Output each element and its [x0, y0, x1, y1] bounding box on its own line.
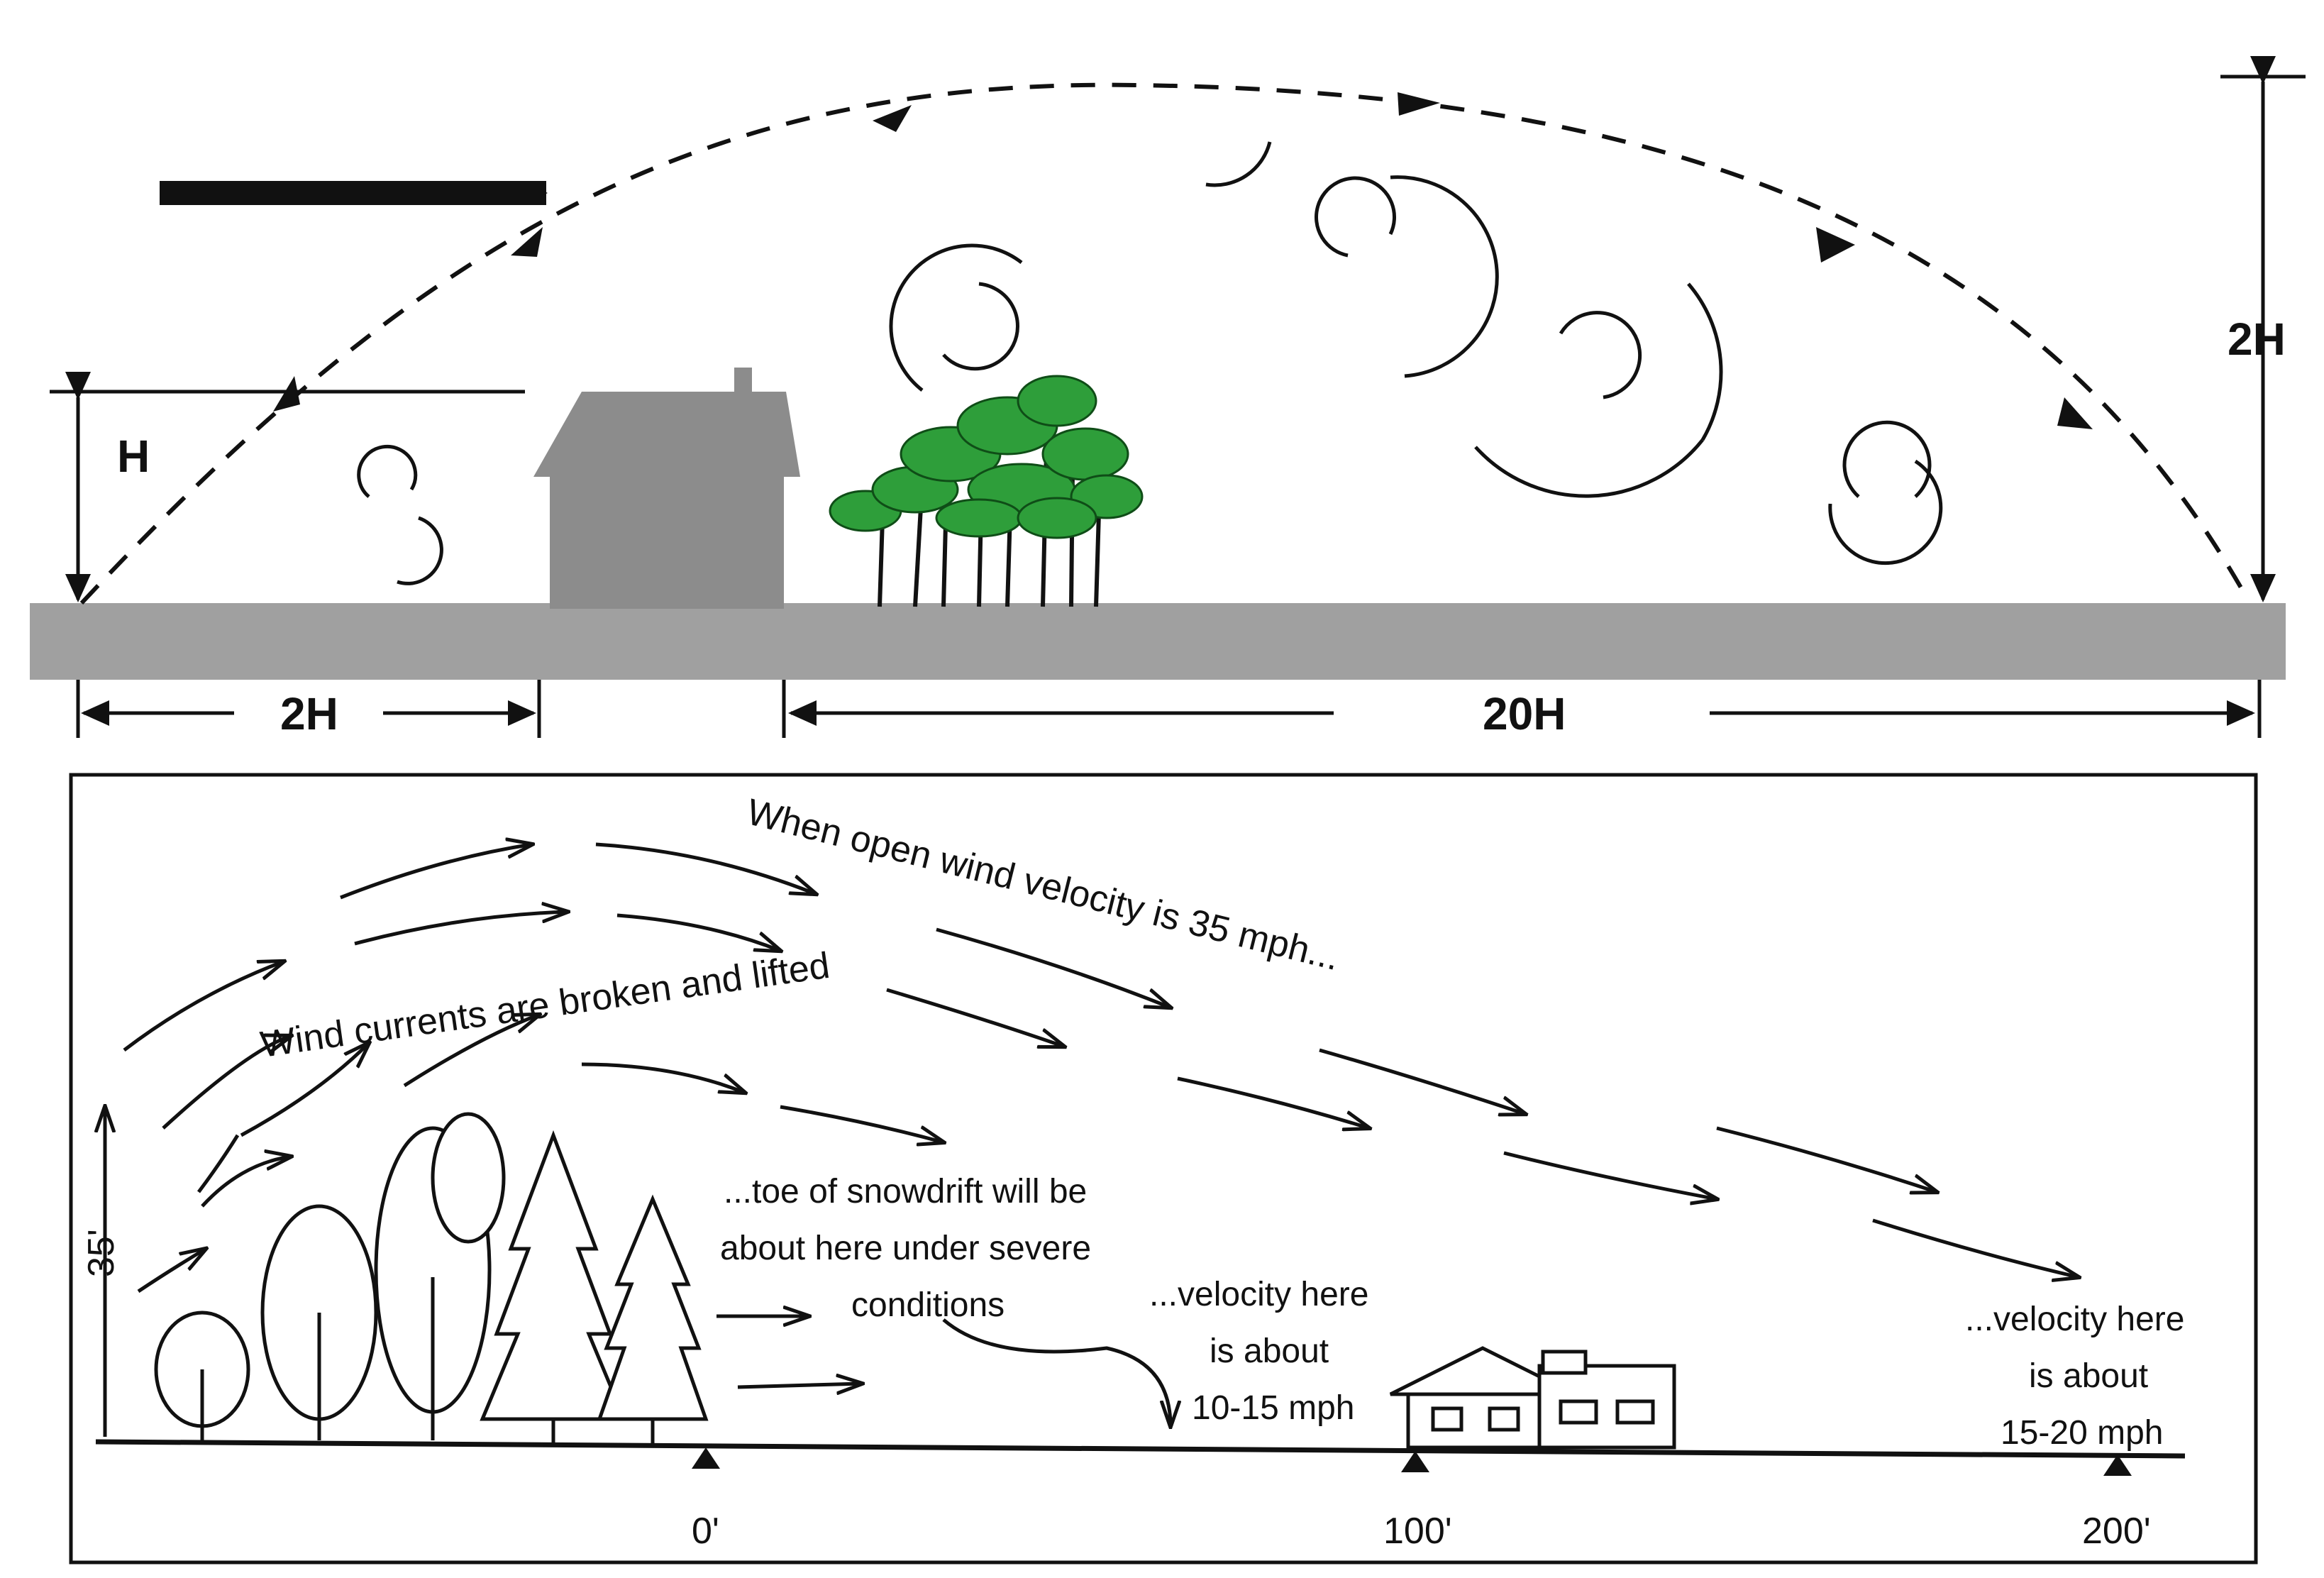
upwind-distance-label: 2H: [280, 688, 338, 739]
bottom-diagram: 35': [69, 773, 2258, 1565]
h-label: H: [117, 431, 150, 482]
airflow-dashed-arc: [79, 82, 2244, 605]
bottom-airflow-arrows: [123, 844, 2079, 1426]
farmhouse: [1389, 1346, 1676, 1450]
height-35-label: 35': [81, 1229, 122, 1277]
top-ground: [30, 603, 2286, 680]
marker-triangle-100: [1401, 1451, 1429, 1472]
airflow-arrowheads: [273, 92, 2093, 429]
velocity-mid-line3: 10-15 mph: [1192, 1389, 1354, 1427]
shelterbelt-trees: [154, 1112, 709, 1444]
tree-foliage: [829, 375, 1144, 539]
2h-height-label: 2H: [2228, 314, 2286, 365]
marker-triangle-200: [2103, 1455, 2132, 1476]
marker-triangle-0: [692, 1447, 720, 1469]
annotation-toe-line1: ...toe of snowdrift will be: [724, 1173, 1087, 1210]
distance-marker-200: 200': [2082, 1511, 2151, 1552]
distance-markers: [692, 1447, 2132, 1476]
velocity-far-line2: is about: [2029, 1357, 2148, 1395]
velocity-mid-line1: ...velocity here: [1149, 1276, 1368, 1313]
annotation-toe-line2: about here under severe: [720, 1230, 1091, 1267]
house-silhouette: [533, 368, 800, 609]
top-diagram: H 2H 2H 20H: [30, 56, 2306, 739]
bottom-ground-line: [95, 1439, 2186, 1459]
velocity-far-line3: 15-20 mph: [2001, 1414, 2163, 1452]
velocity-far-line1: ...velocity here: [1965, 1301, 2184, 1338]
downwind-distance-label: 20H: [1483, 688, 1566, 739]
distance-marker-0: 0': [692, 1511, 719, 1552]
velocity-mid-line2: is about: [1210, 1333, 1329, 1370]
distance-marker-100: 100': [1383, 1511, 1452, 1552]
turbulence-eddies: [357, 141, 1943, 585]
annotation-toe-line3: conditions: [851, 1286, 1005, 1324]
